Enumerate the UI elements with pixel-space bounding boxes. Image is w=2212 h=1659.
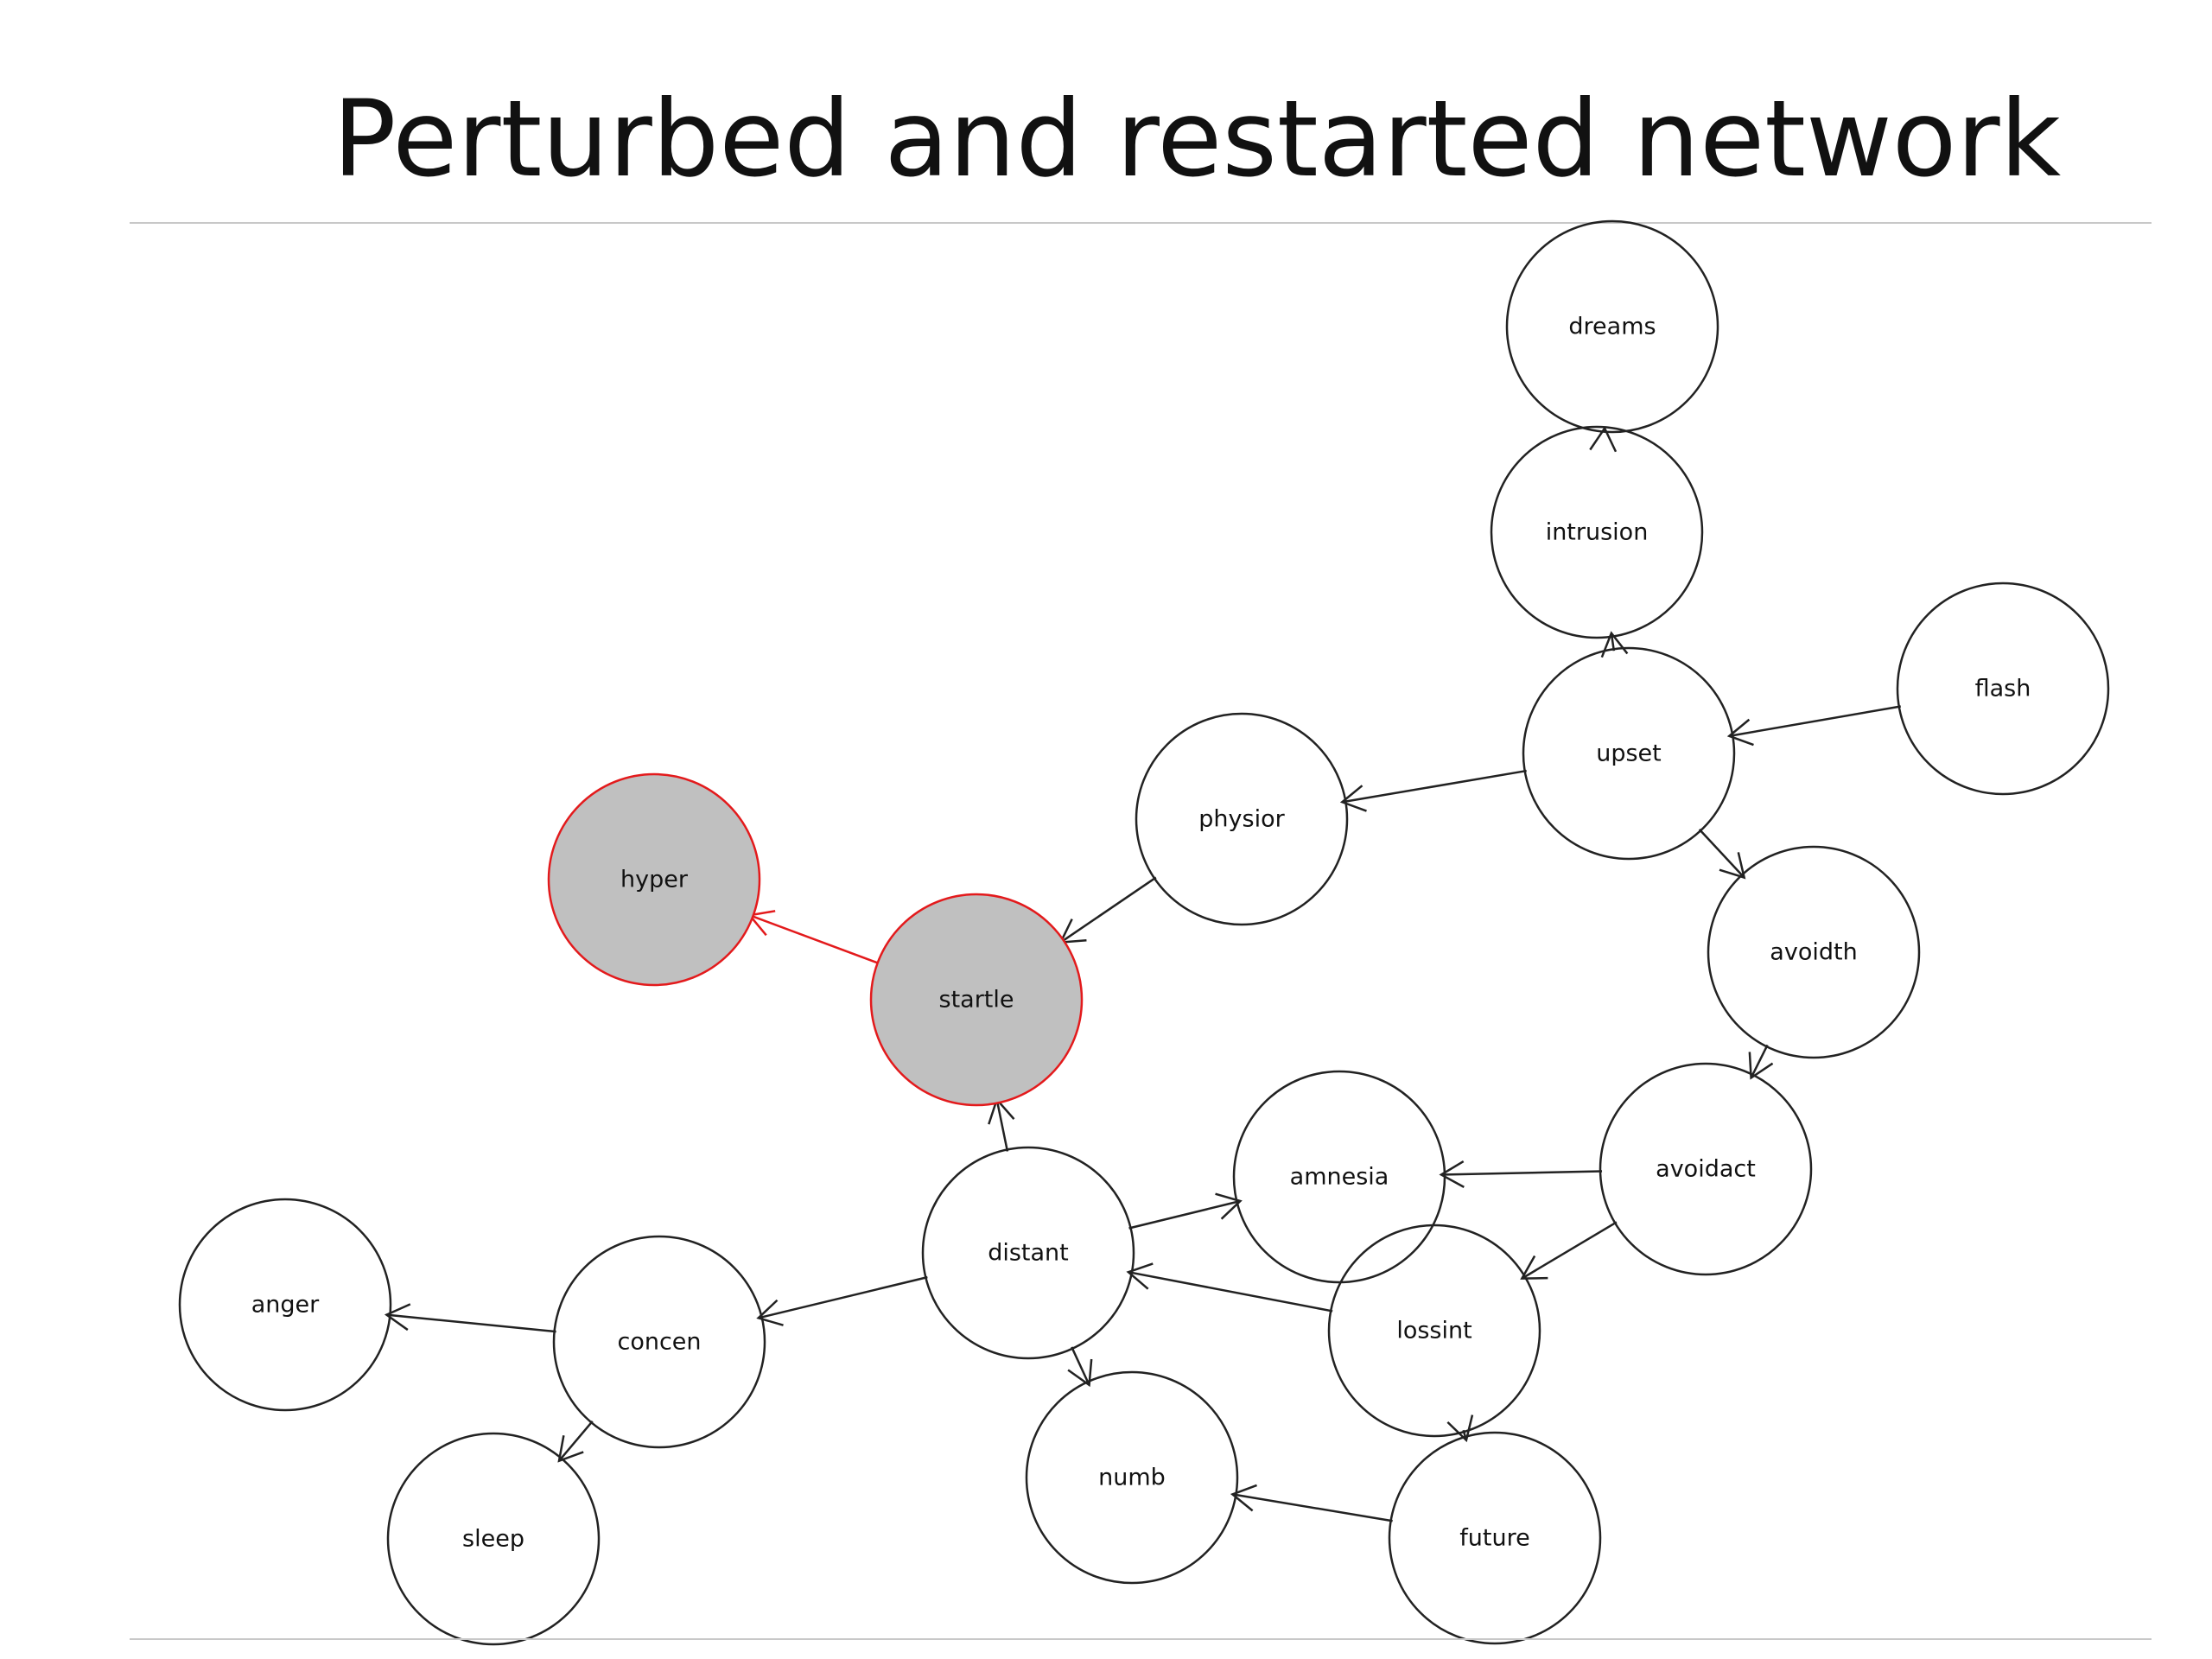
node-label-avoidth: avoidth (1770, 939, 1857, 966)
node-circle-upset (1522, 646, 1736, 861)
node-circle-anger (178, 1198, 392, 1412)
node-label-intrusion: intrusion (1546, 519, 1649, 546)
node-circle-avoidact (1599, 1062, 1813, 1276)
node-numb: numb (1025, 1370, 1239, 1585)
node-circle-future (1388, 1431, 1602, 1645)
node-startle: startle (869, 893, 1084, 1107)
slide-title: Perturbed and restarted network (333, 78, 2062, 200)
edge-avoidact-to-lossint (1520, 1221, 1618, 1280)
node-lossint: lossint (1327, 1224, 1541, 1438)
node-label-anger: anger (251, 1292, 320, 1319)
node-circle-avoidth (1707, 845, 1921, 1059)
edge-flash-to-upset (1726, 705, 1901, 747)
edge-future-to-numb (1230, 1484, 1393, 1522)
node-avoidth: avoidth (1707, 845, 1921, 1059)
edge-distant-to-concen (756, 1275, 928, 1326)
node-circle-intrusion (1490, 425, 1704, 639)
node-flash: flash (1896, 582, 2110, 796)
footer-divider (130, 1638, 2152, 1640)
edge-distant-to-startle (988, 1097, 1015, 1152)
node-label-flash: flash (1975, 676, 2031, 702)
node-concen: concen (552, 1235, 766, 1449)
edge-upset-to-avoidth (1698, 829, 1746, 880)
node-circle-distant (921, 1146, 1135, 1360)
edge-upset-to-physior (1339, 769, 1527, 812)
edge-startle-to-hyper (747, 910, 880, 965)
node-label-amnesia: amnesia (1290, 1164, 1389, 1191)
node-avoidact: avoidact (1599, 1062, 1813, 1276)
node-circle-flash (1896, 582, 2110, 796)
edge-concen-to-anger (384, 1303, 556, 1333)
node-physior: physior (1135, 712, 1349, 926)
node-distant: distant (921, 1146, 1135, 1360)
node-circle-startle (869, 893, 1084, 1107)
node-label-distant: distant (988, 1240, 1069, 1267)
node-dreams: dreams (1505, 219, 1719, 434)
node-upset: upset (1522, 646, 1736, 861)
node-circle-physior (1135, 712, 1349, 926)
node-circle-hyper (547, 772, 761, 987)
edge-physior-to-startle (1058, 876, 1157, 944)
node-label-future: future (1459, 1525, 1529, 1552)
edges-layer (384, 426, 1901, 1522)
edge-intrusion-to-dreams (1589, 426, 1618, 453)
edge-avoidact-to-amnesia (1439, 1160, 1603, 1188)
node-label-concen: concen (617, 1329, 701, 1356)
node-label-startle: startle (939, 987, 1014, 1014)
node-label-hyper: hyper (620, 867, 689, 893)
node-circle-sleep (386, 1432, 601, 1646)
node-label-lossint: lossint (1396, 1318, 1471, 1344)
edge-distant-to-amnesia (1128, 1192, 1243, 1230)
node-label-sleep: sleep (462, 1526, 524, 1553)
edge-lossint-to-distant (1126, 1262, 1333, 1313)
node-label-numb: numb (1098, 1465, 1166, 1491)
title-divider (130, 222, 2152, 224)
node-circle-concen (552, 1235, 766, 1449)
node-label-physior: physior (1198, 806, 1285, 833)
node-label-avoidact: avoidact (1656, 1156, 1756, 1183)
node-circle-amnesia (1232, 1070, 1446, 1284)
node-intrusion: intrusion (1490, 425, 1704, 639)
edge-concen-to-sleep (557, 1420, 594, 1463)
node-amnesia: amnesia (1232, 1070, 1446, 1284)
node-circle-numb (1025, 1370, 1239, 1585)
edge-distant-to-numb (1067, 1346, 1093, 1388)
nodes-layer: dreams intrusion flash upset physior hyper sta… (178, 219, 2110, 1646)
node-circle-dreams (1505, 219, 1719, 434)
node-circle-lossint (1327, 1224, 1541, 1438)
node-label-dreams: dreams (1568, 314, 1656, 340)
node-sleep: sleep (386, 1432, 601, 1646)
node-anger: anger (178, 1198, 392, 1412)
edge-avoidth-to-avoidact (1748, 1044, 1774, 1080)
node-label-upset: upset (1596, 741, 1662, 767)
node-hyper: hyper (547, 772, 761, 987)
node-future: future (1388, 1431, 1602, 1645)
